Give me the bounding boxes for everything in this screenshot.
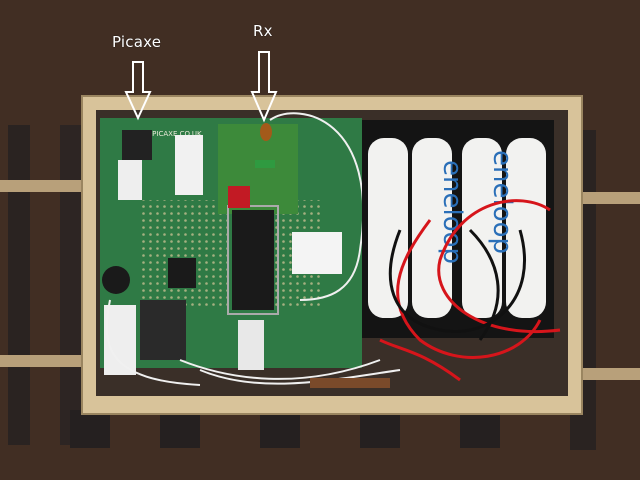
servo-connector <box>292 232 342 274</box>
red-led-module <box>228 186 250 208</box>
board-url-text: WWW.PICAXE.CO.UK <box>130 130 202 138</box>
rx-arrow-icon <box>250 51 278 123</box>
sleeper <box>8 125 30 445</box>
sleeper-bottom <box>160 410 200 448</box>
rx-resistor <box>255 160 275 168</box>
capacitor <box>102 266 130 294</box>
sleeper-bottom <box>460 410 500 448</box>
rx-coil <box>260 123 272 141</box>
batteries <box>368 138 546 318</box>
sleeper-bottom <box>70 410 110 448</box>
battery-cell <box>462 138 502 318</box>
sleeper-bottom <box>360 410 400 448</box>
wooden-strip <box>310 378 390 388</box>
pcb-hole-grid <box>140 200 320 310</box>
rail <box>0 180 100 192</box>
battery-cell <box>412 138 452 318</box>
picaxe-label: Picaxe <box>112 33 162 51</box>
battery-cell <box>506 138 546 318</box>
ic-socket <box>227 205 279 315</box>
sleeper-bottom <box>260 410 300 448</box>
picaxe-arrow-icon <box>124 61 152 121</box>
battery-cell <box>368 138 408 318</box>
connector-mid <box>238 320 264 370</box>
battery-brand-a: eneloop <box>437 160 467 264</box>
red-wires <box>379 199 561 382</box>
rail <box>0 355 100 367</box>
sleeper <box>60 125 82 445</box>
switch-block <box>140 300 186 360</box>
picaxe-header <box>118 130 203 200</box>
rx-label: Rx <box>253 22 273 40</box>
black-wires <box>388 228 526 341</box>
ic-chip <box>232 210 274 310</box>
regulator <box>168 258 196 288</box>
